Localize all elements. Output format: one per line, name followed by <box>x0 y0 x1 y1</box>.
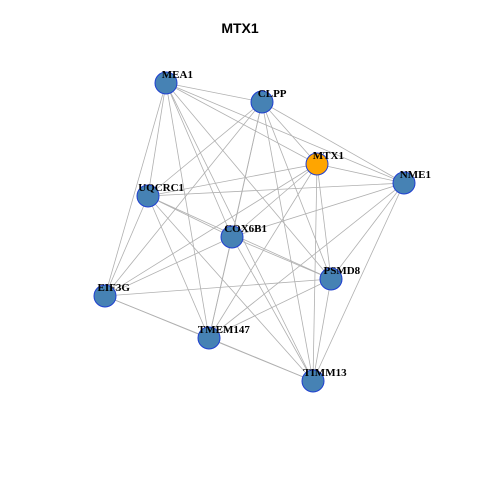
node-label-cox6b1: COX6B1 <box>224 223 267 235</box>
edge-uqcrc1-timm13 <box>147 195 314 382</box>
graph-title: MTX1 <box>221 20 259 36</box>
node-circle-eif3g[interactable] <box>93 284 117 308</box>
node-uqcrc1[interactable]: UQCRC1 <box>136 182 184 208</box>
edge-mea1-mtx1 <box>165 82 318 165</box>
node-circle-psmd8[interactable] <box>319 267 343 291</box>
edge-psmd8-tmem147 <box>208 278 332 339</box>
edge-mea1-eif3g <box>104 82 167 297</box>
edge-nme1-psmd8 <box>330 182 405 280</box>
edge-mtx1-tmem147 <box>208 163 318 339</box>
edge-nme1-tmem147 <box>208 182 405 339</box>
node-label-nme1: NME1 <box>400 169 431 181</box>
node-label-psmd8: PSMD8 <box>324 265 361 277</box>
node-label-mea1: MEA1 <box>162 69 193 81</box>
node-clpp[interactable]: CLPP <box>250 88 287 114</box>
edge-clpp-nme1 <box>261 101 405 184</box>
edge-uqcrc1-cox6b1 <box>147 195 233 238</box>
node-circle-tmem147[interactable] <box>197 326 221 350</box>
node-circle-clpp[interactable] <box>250 90 274 114</box>
edge-nme1-timm13 <box>312 182 405 382</box>
node-circle-cox6b1[interactable] <box>220 225 244 249</box>
node-nme1[interactable]: NME1 <box>392 169 431 195</box>
edge-uqcrc1-tmem147 <box>147 195 210 339</box>
node-cox6b1[interactable]: COX6B1 <box>220 223 267 249</box>
edge-mtx1-nme1 <box>316 163 405 184</box>
node-label-tmem147: TMEM147 <box>198 324 250 336</box>
node-label-clpp: CLPP <box>258 88 287 100</box>
node-circle-timm13[interactable] <box>301 369 325 393</box>
edge-layer <box>104 82 405 382</box>
node-label-timm13: TIMM13 <box>303 367 347 379</box>
edge-nme1-cox6b1 <box>231 182 405 238</box>
edge-mea1-psmd8 <box>165 82 332 280</box>
node-mtx1[interactable]: MTX1 <box>305 150 344 176</box>
node-label-uqcrc1: UQCRC1 <box>138 182 184 194</box>
edge-clpp-eif3g <box>104 101 263 297</box>
edge-mtx1-cox6b1 <box>231 163 318 238</box>
edge-cox6b1-timm13 <box>231 236 314 382</box>
node-eif3g[interactable]: EIF3G <box>93 282 131 308</box>
edge-cox6b1-psmd8 <box>231 236 332 280</box>
node-circle-mtx1[interactable] <box>305 152 329 176</box>
edge-mtx1-psmd8 <box>316 163 332 280</box>
node-circle-uqcrc1[interactable] <box>136 184 160 208</box>
edge-mtx1-uqcrc1 <box>147 163 318 197</box>
node-label-mtx1: MTX1 <box>313 150 344 162</box>
edge-clpp-psmd8 <box>261 101 332 280</box>
edge-mtx1-eif3g <box>104 163 318 297</box>
node-label-eif3g: EIF3G <box>98 282 131 294</box>
node-timm13[interactable]: TIMM13 <box>301 367 347 393</box>
edge-mea1-nme1 <box>165 82 405 184</box>
edge-mea1-clpp <box>165 82 263 103</box>
edge-mea1-cox6b1 <box>165 82 233 238</box>
edge-clpp-mtx1 <box>261 101 318 165</box>
edge-tmem147-timm13 <box>208 337 314 382</box>
node-tmem147[interactable]: TMEM147 <box>197 324 250 350</box>
edge-psmd8-timm13 <box>312 278 332 382</box>
node-mea1[interactable]: MEA1 <box>154 69 193 95</box>
edge-mea1-tmem147 <box>165 82 210 339</box>
edge-nme1-uqcrc1 <box>147 182 405 197</box>
edge-clpp-uqcrc1 <box>147 101 263 197</box>
node-circle-mea1[interactable] <box>154 71 178 95</box>
edge-clpp-timm13 <box>261 101 314 382</box>
edge-mea1-uqcrc1 <box>147 82 167 197</box>
node-psmd8[interactable]: PSMD8 <box>319 265 361 291</box>
node-circle-nme1[interactable] <box>392 171 416 195</box>
edge-uqcrc1-eif3g <box>104 195 149 297</box>
edge-psmd8-eif3g <box>104 278 332 297</box>
edge-cox6b1-eif3g <box>104 236 233 297</box>
